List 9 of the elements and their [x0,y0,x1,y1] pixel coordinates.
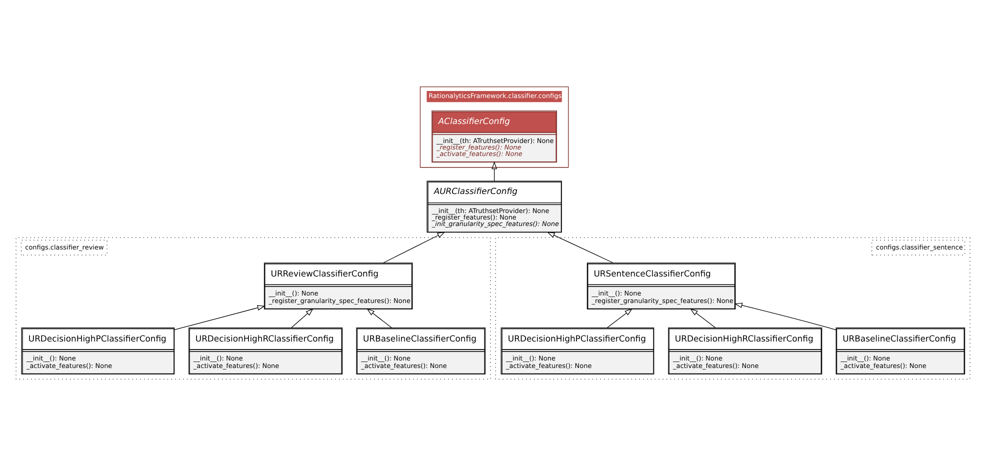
arrow [547,232,614,264]
arrow [690,308,716,328]
arrow [366,308,392,328]
arrow [174,305,266,330]
arrow [382,232,446,264]
arrow [492,161,498,182]
arrow [290,308,314,328]
arrow [734,302,836,330]
arrow [606,308,633,328]
